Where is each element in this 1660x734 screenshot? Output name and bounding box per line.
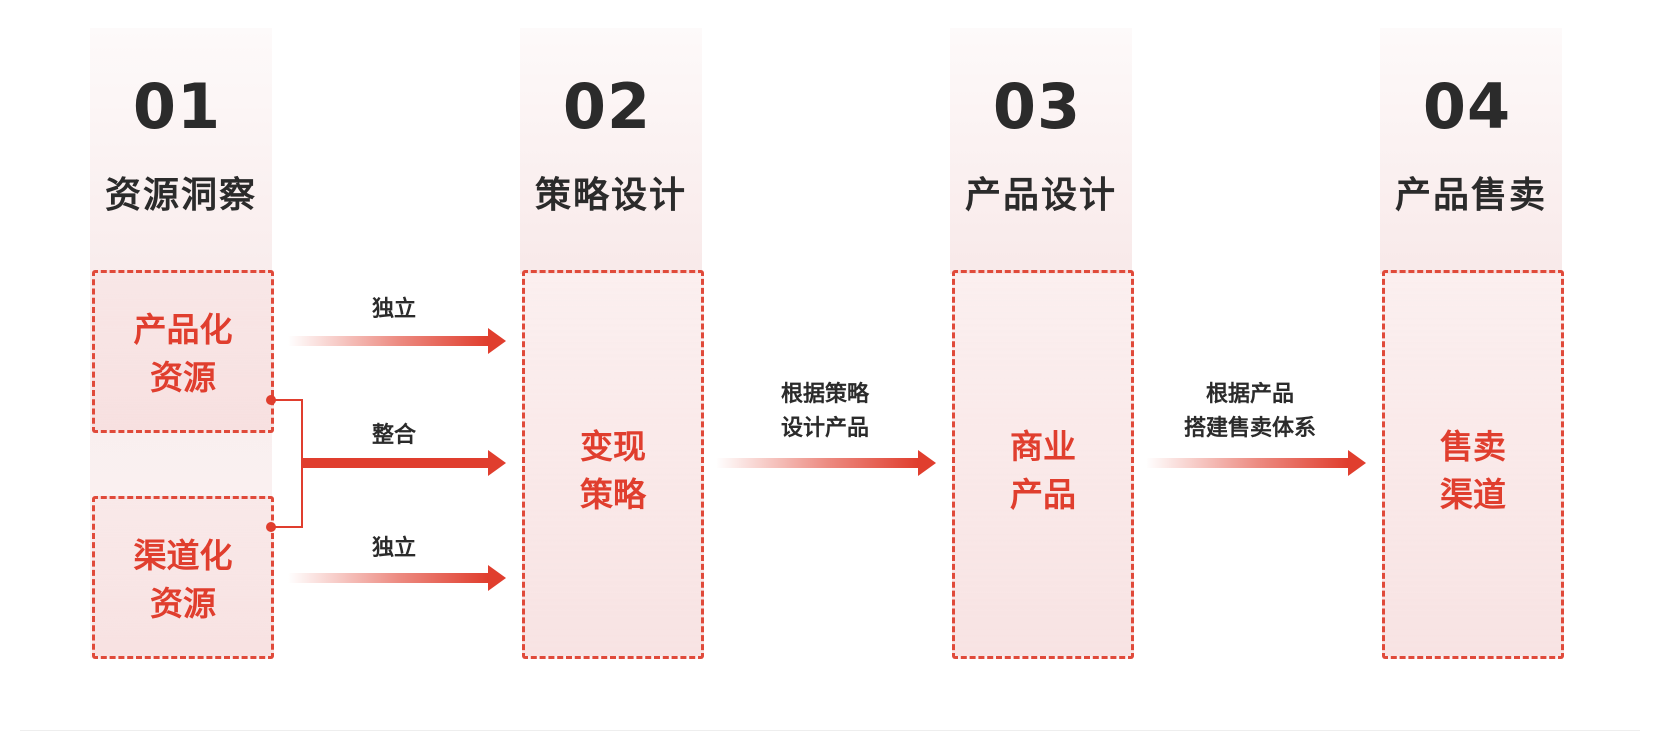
productized-resource-box: 产品化 资源 [92, 270, 274, 433]
commercial-product-label: 商业 产品 [1010, 427, 1076, 514]
column-4-background [1380, 28, 1562, 274]
step-2-title: 策略设计 [534, 175, 687, 216]
productized-resource-label: 产品化 资源 [133, 310, 233, 397]
channelized-resource-box: 渠道化 资源 [92, 496, 274, 659]
sales-channel-box: 售卖 渠道 [1382, 270, 1564, 659]
step-4-title: 产品售卖 [1394, 175, 1547, 216]
commercial-product-box: 商业 产品 [952, 270, 1134, 659]
column-3-background [950, 28, 1132, 274]
step-1-title: 资源洞察 [104, 175, 257, 216]
step-2-number: 02 [562, 70, 652, 143]
bracket-dot-top [266, 395, 276, 405]
step-1-number: 01 [132, 70, 222, 143]
arrow-label-product-to-sales: 根据产品 搭建售卖体系 [1183, 382, 1316, 441]
arrow-product-to-sales [1146, 450, 1366, 476]
integration-bracket [266, 395, 303, 532]
arrow-strategy-to-product [716, 450, 936, 476]
column-2-background [520, 28, 702, 274]
step-3-title: 产品设计 [964, 175, 1117, 216]
monetization-strategy-label: 变现 策略 [580, 427, 646, 514]
sales-channel-label: 售卖 渠道 [1440, 427, 1506, 514]
arrow-independent-bottom [288, 565, 506, 591]
arrow-label-integrate: 整合 [371, 423, 416, 448]
arrow-integrate [302, 450, 506, 476]
bracket-dot-bottom [266, 522, 276, 532]
arrow-label-independent-bottom: 独立 [371, 536, 416, 561]
channelized-resource-label: 渠道化 资源 [133, 536, 233, 623]
step-4-number: 04 [1422, 70, 1512, 143]
arrow-label-strategy-to-product: 根据策略 设计产品 [780, 382, 869, 441]
arrow-independent-top [288, 328, 506, 354]
arrow-label-independent-top: 独立 [371, 297, 416, 322]
bottom-divider [20, 730, 1640, 731]
step-3-number: 03 [992, 70, 1082, 143]
monetization-strategy-box: 变现 策略 [522, 270, 704, 659]
